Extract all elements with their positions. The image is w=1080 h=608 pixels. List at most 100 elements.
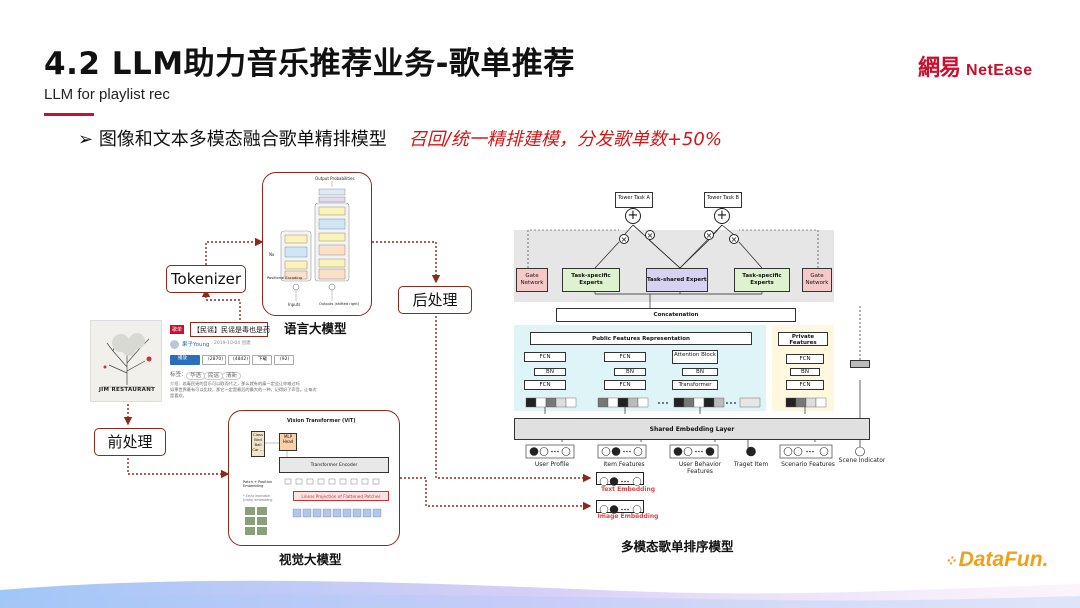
patch-pos-label: Patch + Position Embedding bbox=[243, 480, 273, 488]
outputs-label: Outputs (shifted right) bbox=[319, 302, 360, 306]
desc-line: 是喜欢。 bbox=[170, 393, 187, 398]
gate-network-left: Gate Network bbox=[516, 268, 548, 292]
multiply-icon: × bbox=[704, 230, 714, 240]
private-features-representation: Private Features Representation bbox=[778, 332, 828, 346]
inputs-label: Inputs bbox=[288, 302, 301, 307]
favorite-button[interactable]: (2870) bbox=[202, 355, 226, 365]
transformer-diagram bbox=[280, 181, 350, 301]
bullet-line: ➢ 图像和文本多模态融合歌单精排模型召回/统一精排建模，分发歌单数+50% bbox=[78, 125, 722, 151]
multiply-icon: × bbox=[645, 230, 655, 240]
task-specific-experts-b: Task-specific Experts bbox=[734, 268, 790, 292]
play-button[interactable]: 播放 bbox=[170, 355, 200, 365]
share-button[interactable]: (4842) bbox=[228, 355, 250, 365]
preprocess-label: 前处理 bbox=[94, 428, 166, 456]
extra-token-label: * Extra learnable [class] embedding bbox=[243, 494, 273, 502]
vit-title: Vision Transformer (ViT) bbox=[287, 418, 356, 424]
ranking-caption: 多模态歌单排序模型 bbox=[621, 539, 734, 554]
text-embedding-label: Text Embedding bbox=[600, 486, 656, 493]
nx-label: Nx bbox=[269, 252, 275, 257]
shared-embedding-layer: Shared Embedding Layer bbox=[514, 418, 870, 440]
embedding-strips bbox=[525, 397, 827, 408]
user-profile-label: User Profile bbox=[534, 461, 570, 468]
scenario-features-label: Scenario Features bbox=[781, 461, 835, 468]
fcn-layer: FCN bbox=[786, 380, 824, 390]
desc-line: 如果世界最有可以比较，那它一定是最后的最大的一种，记得好了声音。让每次 bbox=[170, 387, 317, 392]
image-embedding-label: Image Embedding bbox=[597, 513, 659, 520]
class-labels: Class Bird Ball Car ... bbox=[251, 431, 265, 457]
fcn-layer: FCN bbox=[604, 380, 646, 390]
netease-logo: 網易 NetEase bbox=[918, 50, 1033, 82]
vlm-caption: 视觉大模型 bbox=[279, 552, 342, 567]
playlist-tag: 歌单 bbox=[170, 325, 185, 334]
tag-chip[interactable]: 民谣 bbox=[204, 372, 224, 381]
transformer-layer: Transformer bbox=[672, 380, 718, 390]
task-shared-experts: Task-shared Experts bbox=[646, 268, 708, 292]
bn-layer: BN bbox=[790, 368, 820, 376]
llm-caption: 语言大模型 bbox=[284, 321, 347, 336]
netease-logo-cn: 網易 bbox=[918, 56, 961, 81]
text-embedding-nodes bbox=[596, 472, 644, 486]
playlist-date: 2019-10-04 创建 bbox=[214, 341, 251, 346]
desc-line: 介绍：若毒民谣的音乐可以取而代之，那么就有的痛一定会让你难过吗 bbox=[170, 381, 300, 386]
datafun-dots-icon: ⁘ bbox=[944, 553, 957, 570]
image-embedding-nodes bbox=[596, 500, 644, 514]
multiply-icon: × bbox=[619, 234, 629, 244]
target-item-label: Traget Item bbox=[733, 461, 769, 468]
multiply-icon: × bbox=[729, 234, 739, 244]
scene-embedding bbox=[850, 360, 870, 368]
playlist-title-row: 歌单 【民谣】民谣是毒也是药 bbox=[170, 322, 270, 338]
author-avatar[interactable] bbox=[170, 340, 179, 349]
gate-network-right: Gate Network bbox=[802, 268, 832, 292]
album-cover: JIM RESTAURANT bbox=[90, 320, 162, 402]
transformer-encoder: Transformer Encoder bbox=[279, 457, 389, 473]
fcn-layer: FCN bbox=[524, 352, 566, 362]
tower-task-b: Tower Task B bbox=[704, 192, 742, 208]
footer-wave bbox=[0, 580, 1080, 608]
bullet-arrow-icon: ➢ bbox=[78, 129, 99, 150]
concatenation-layer: Concatenation bbox=[556, 308, 796, 322]
tokenizer-label: Tokenizer bbox=[166, 265, 246, 293]
llm-box: Output Probabilities Nx Positional Encod… bbox=[262, 172, 372, 316]
item-features-label: Item Features bbox=[603, 461, 645, 468]
postprocess-label: 后处理 bbox=[398, 286, 472, 314]
download-button[interactable]: 下载 bbox=[252, 355, 272, 365]
tag-chip[interactable]: 华语 bbox=[186, 372, 206, 381]
output-probs-label: Output Probabilities bbox=[315, 176, 355, 181]
mlp-head: MLP Head bbox=[279, 433, 297, 451]
netease-logo-en: NetEase bbox=[966, 62, 1033, 79]
playlist-author[interactable]: 果子Young bbox=[182, 342, 210, 348]
datafun-logo: ⁘DataFun. bbox=[944, 548, 1049, 571]
bullet-text: 图像和文本多模态融合歌单精排模型 bbox=[98, 129, 387, 150]
attention-block: Attention Block bbox=[672, 350, 718, 364]
page-title: 4.2 LLM助力音乐推荐业务-歌单推荐 bbox=[44, 46, 575, 82]
fcn-layer: FCN bbox=[524, 380, 566, 390]
vit-diagram bbox=[245, 442, 382, 535]
bn-layer: BN bbox=[534, 368, 566, 376]
input-feature-nodes bbox=[525, 444, 865, 459]
fcn-layer: FCN bbox=[604, 352, 646, 362]
task-specific-experts-a: Task-specific Experts bbox=[562, 268, 620, 292]
page-subtitle: LLM for playlist rec bbox=[44, 86, 170, 103]
fcn-layer: FCN bbox=[786, 354, 824, 364]
tags-label: 标签： bbox=[170, 372, 187, 378]
linear-projection: Linear Projection of Flattened Patches bbox=[293, 491, 389, 501]
pos-enc-left-label: Positional Encoding bbox=[267, 276, 302, 280]
plus-icon: + bbox=[625, 208, 641, 224]
bullet-highlight: 召回/统一精排建模，分发歌单数+50% bbox=[408, 129, 722, 150]
tag-chip[interactable]: 清新 bbox=[222, 372, 242, 381]
ranking-arrows bbox=[527, 205, 861, 452]
tree-illustration bbox=[101, 333, 153, 388]
album-text: JIM RESTAURANT bbox=[98, 387, 156, 393]
bn-layer: BN bbox=[614, 368, 646, 376]
tower-task-a: Tower Task A bbox=[615, 192, 653, 208]
title-underline bbox=[44, 113, 94, 116]
scene-indicator-label: Scene Indicator bbox=[838, 457, 886, 464]
playlist-title[interactable]: 【民谣】民谣是毒也是药 bbox=[190, 322, 270, 337]
bn-layer: BN bbox=[682, 368, 718, 376]
public-features-representation: Public Features Representation bbox=[530, 332, 752, 345]
vlm-box: Vision Transformer (ViT) Class Bird Ball… bbox=[228, 410, 400, 546]
user-behavior-label: User Behavior Features bbox=[678, 461, 722, 475]
comment-button[interactable]: (92) bbox=[274, 355, 294, 365]
plus-icon: + bbox=[714, 208, 730, 224]
